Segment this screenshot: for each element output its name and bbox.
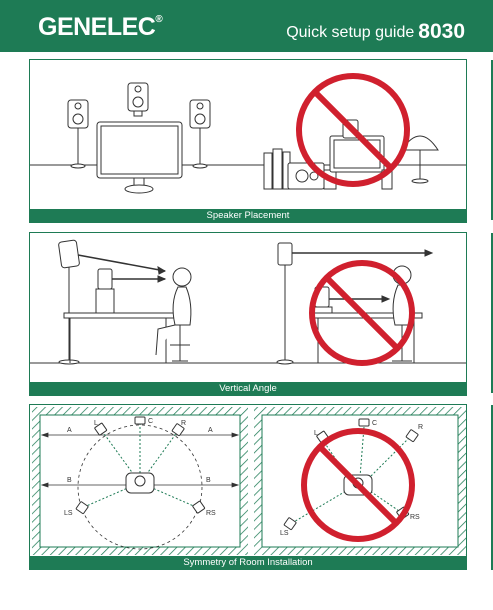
speaker-icon (127, 82, 149, 117)
svg-text:B: B (67, 477, 72, 484)
svg-text:LS: LS (64, 510, 73, 517)
vertical-angle-illustration (30, 239, 466, 366)
edge-rule-3 (491, 405, 493, 570)
svg-text:RS: RS (206, 510, 216, 517)
svg-text:B: B (206, 477, 211, 484)
vertical-angle-panel: Vertical Angle (29, 232, 467, 396)
svg-text:R: R (418, 424, 423, 431)
prohibition-sign-icon (301, 428, 415, 542)
symmetry-caption: Symmetry of Room Installation (30, 556, 466, 569)
vertical-angle-caption: Vertical Angle (30, 382, 466, 395)
svg-text:L: L (314, 430, 318, 437)
svg-text:RS: RS (410, 514, 420, 521)
speaker-placement-caption: Speaker Placement (30, 209, 466, 222)
symmetry-panel: C L R A A B B LS RS C (29, 404, 467, 570)
svg-text:A: A (67, 427, 72, 434)
prohibition-sign-icon (309, 260, 415, 366)
svg-text:R: R (181, 420, 186, 427)
symmetry-illustration: C L R A A B B LS RS C (32, 407, 466, 555)
svg-text:LS: LS (280, 530, 289, 537)
svg-text:C: C (148, 418, 153, 425)
svg-text:L: L (94, 420, 98, 427)
speaker-placement-illustration (30, 73, 466, 194)
prohibition-sign-icon (296, 73, 410, 187)
listener-icon (155, 267, 192, 362)
svg-text:A: A (208, 427, 213, 434)
edge-rule-2 (491, 233, 493, 393)
brand-logo: GENELEC® (38, 13, 163, 41)
svg-text:C: C (372, 420, 377, 427)
edge-rule-1 (491, 60, 493, 220)
speaker-placement-panel: Speaker Placement (29, 59, 467, 223)
